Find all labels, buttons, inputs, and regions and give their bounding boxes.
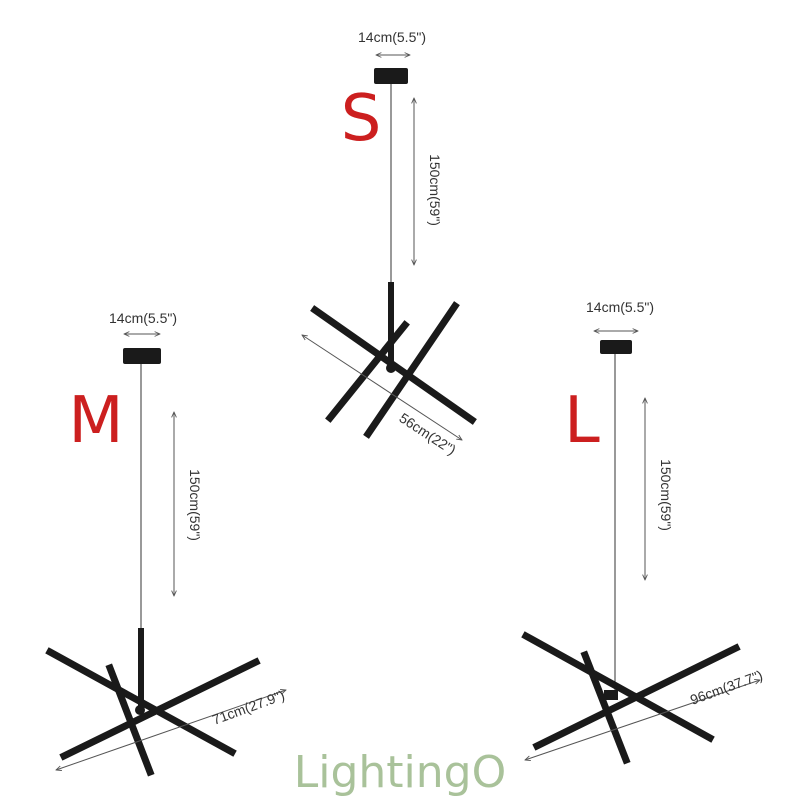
span-arrow-m [56,690,286,770]
variant-l: 14cm(5.5") L 150cm(59") 96cm(37.7") [521,299,765,765]
canopy-width-label-l: 14cm(5.5") [586,299,654,315]
span-arrow-s [302,335,462,440]
hub-l [604,690,618,700]
canopy-l [600,340,632,354]
variant-s: 14cm(5.5") S 150cm(59") 56cm(22") [302,29,477,458]
size-letter-m: M [68,384,123,458]
size-letter-l: L [564,384,600,458]
variant-m: 14cm(5.5") M 150cm(59") 71cm(27.9") [45,310,287,777]
canopy-s [374,68,408,84]
stem-m [138,628,144,706]
canopy-width-label-m: 14cm(5.5") [109,310,177,326]
drop-length-label-m: 150cm(59") [187,469,203,541]
brand-logo: LightingO [294,747,506,798]
canopy-m [123,348,161,364]
drop-length-label-l: 150cm(59") [658,459,674,531]
span-arrow-l [525,680,760,760]
span-label-m: 71cm(27.9") [210,687,287,728]
span-label-s: 56cm(22") [396,410,458,458]
canopy-width-label-s: 14cm(5.5") [358,29,426,45]
size-letter-s: S [341,82,382,156]
stem-s [388,282,394,362]
hub-s [386,363,396,373]
light-bar-l-1 [521,631,715,743]
span-label-l: 96cm(37.7") [688,667,765,708]
hub-m [135,705,145,715]
drop-length-label-s: 150cm(59") [427,154,443,226]
